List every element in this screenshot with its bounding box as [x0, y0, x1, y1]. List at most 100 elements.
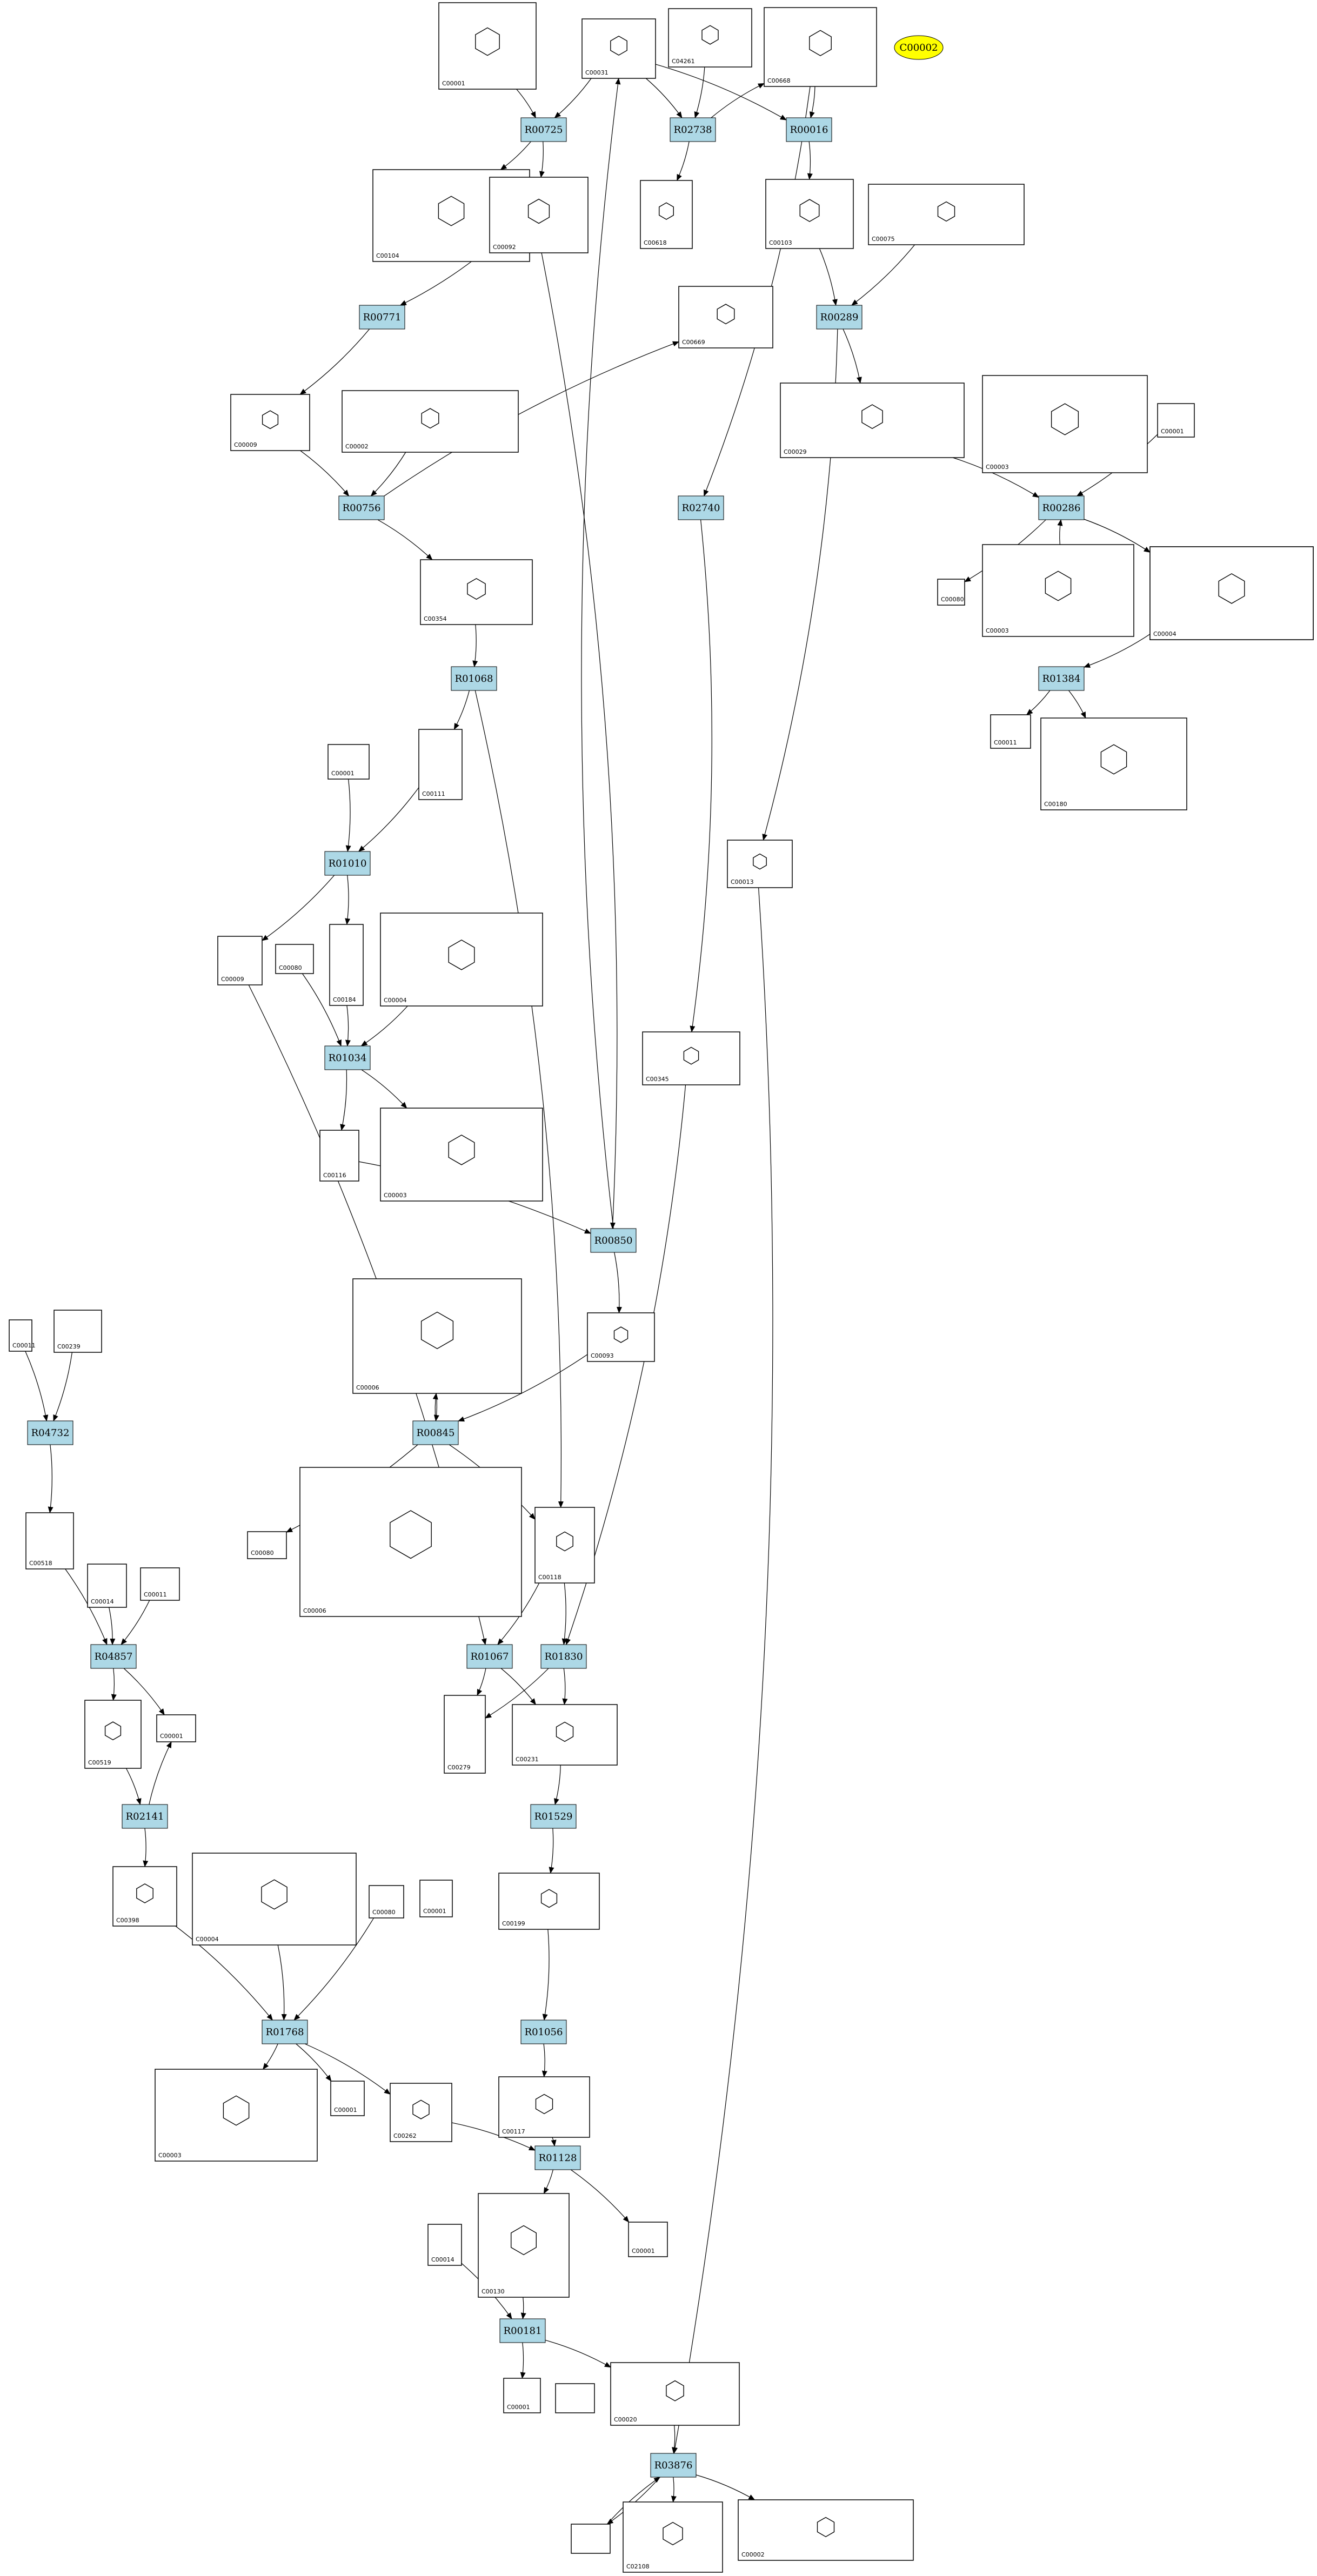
- reaction-r00850[interactable]: R00850: [590, 1228, 637, 1253]
- compound-c00006[interactable]: C00006: [299, 1467, 522, 1617]
- compound-c00354[interactable]: C00354: [420, 559, 533, 625]
- compound-c00231[interactable]: C00231: [512, 1704, 618, 1766]
- compound-c00103[interactable]: C00103: [765, 179, 854, 249]
- compound-c00011[interactable]: C00011: [140, 1567, 180, 1601]
- edge-arrow: [302, 973, 342, 1046]
- reaction-r01034[interactable]: R01034: [324, 1045, 371, 1070]
- reaction-r01768[interactable]: R01768: [262, 2020, 308, 2044]
- compound-c00004[interactable]: C00004: [1149, 546, 1314, 640]
- reaction-r02740[interactable]: R02740: [678, 495, 724, 520]
- compound-c00031[interactable]: C00031: [581, 18, 656, 79]
- compound-c00519[interactable]: C00519: [84, 1700, 142, 1769]
- compound-c00262[interactable]: C00262: [390, 2083, 452, 2142]
- compound-c00029[interactable]: C00029: [780, 383, 965, 458]
- compound-c00011[interactable]: C00011: [9, 1319, 36, 1352]
- compound-empty[interactable]: [571, 2524, 611, 2554]
- compound-c00080[interactable]: C00080: [369, 1885, 404, 1918]
- compound-c00080[interactable]: C00080: [937, 579, 965, 606]
- compound-c00004[interactable]: C00004: [192, 1853, 357, 1946]
- edge-arrow: [843, 328, 862, 384]
- reaction-r02738[interactable]: R02738: [670, 117, 716, 142]
- compound-c00014[interactable]: C00014: [427, 2224, 462, 2266]
- compound-box: [390, 2083, 452, 2142]
- compound-c00002[interactable]: C00002: [342, 390, 519, 453]
- compound-c00398[interactable]: C00398: [112, 1866, 177, 1927]
- compound-c00092[interactable]: C00092: [489, 177, 589, 253]
- reaction-r02141[interactable]: R02141: [122, 1804, 168, 1829]
- compound-c00279[interactable]: C00279: [444, 1695, 486, 1774]
- compound-c00075[interactable]: C00075: [868, 184, 1025, 245]
- compound-c00011[interactable]: C00011: [990, 714, 1031, 749]
- compound-c00001[interactable]: C00001: [156, 1714, 196, 1742]
- compound-c00013[interactable]: C00013: [727, 840, 793, 888]
- compound-c00003[interactable]: C00003: [982, 544, 1134, 637]
- compound-c00001[interactable]: C00001: [330, 2081, 365, 2116]
- compound-c00669[interactable]: C00669: [678, 286, 773, 348]
- compound-c00001[interactable]: C00001: [628, 2222, 668, 2257]
- compound-c00002[interactable]: C00002: [738, 2499, 914, 2561]
- compound-c00003[interactable]: C00003: [380, 1108, 543, 1202]
- compound-c00116[interactable]: C00116: [319, 1130, 359, 1182]
- reaction-r01830[interactable]: R01830: [540, 1644, 587, 1669]
- compound-c00001[interactable]: C00001: [419, 1880, 453, 1917]
- reaction-r00845[interactable]: R00845: [412, 1420, 459, 1445]
- compound-c00239[interactable]: C00239: [54, 1310, 102, 1353]
- reaction-r00016[interactable]: R00016: [786, 117, 832, 142]
- compound-id-label: C00001: [507, 2404, 530, 2411]
- compound-c00180[interactable]: C00180: [1040, 717, 1187, 810]
- compound-c00009[interactable]: C00009: [217, 936, 263, 985]
- compound-c04261[interactable]: C04261: [668, 8, 752, 68]
- compound-c00668[interactable]: C00668: [764, 7, 877, 87]
- edge-arrow: [377, 519, 433, 560]
- reaction-r00771[interactable]: R00771: [359, 305, 405, 330]
- compound-c00117[interactable]: C00117: [498, 2076, 590, 2138]
- reaction-r00181[interactable]: R00181: [499, 2318, 546, 2343]
- compound-c02108[interactable]: C02108: [623, 2501, 723, 2573]
- compound-box: [444, 1695, 486, 1774]
- compound-c00345[interactable]: C00345: [642, 1031, 740, 1085]
- compound-c00130[interactable]: C00130: [478, 2193, 570, 2298]
- compound-c00518[interactable]: C00518: [25, 1512, 74, 1569]
- reaction-r00289[interactable]: R00289: [816, 305, 863, 330]
- compound-c00014[interactable]: C00014: [87, 1564, 127, 1608]
- compound-id-label: C00093: [591, 1352, 614, 1359]
- reaction-r01384[interactable]: R01384: [1038, 666, 1085, 691]
- edge-arrow: [472, 624, 478, 667]
- structure-ring: [540, 1889, 558, 1908]
- compound-box: [1040, 717, 1187, 810]
- reaction-r00756[interactable]: R00756: [338, 495, 385, 520]
- reaction-r00725[interactable]: R00725: [520, 117, 567, 142]
- compound-c00111[interactable]: C00111: [418, 729, 463, 800]
- compound-c00118[interactable]: C00118: [534, 1507, 595, 1584]
- orphan-compound-oval[interactable]: C00002: [894, 35, 944, 60]
- reaction-r04732[interactable]: R04732: [27, 1420, 73, 1445]
- compound-c00009[interactable]: C00009: [230, 394, 310, 451]
- reaction-r01056[interactable]: R01056: [520, 2020, 567, 2044]
- reaction-r01067[interactable]: R01067: [466, 1644, 513, 1669]
- reaction-r01010[interactable]: R01010: [324, 851, 371, 876]
- reaction-r03876[interactable]: R03876: [650, 2453, 697, 2478]
- compound-c00093[interactable]: C00093: [587, 1312, 655, 1362]
- compound-c00618[interactable]: C00618: [640, 180, 693, 249]
- compound-c00020[interactable]: C00020: [610, 2362, 740, 2426]
- compound-c00184[interactable]: C00184: [329, 924, 364, 1006]
- reaction-r00286[interactable]: R00286: [1038, 495, 1085, 520]
- compound-c00199[interactable]: C00199: [498, 1873, 600, 1930]
- compound-c00080[interactable]: C00080: [275, 944, 314, 974]
- compound-c00003[interactable]: C00003: [155, 2069, 318, 2162]
- reaction-r01068[interactable]: R01068: [451, 666, 497, 691]
- reaction-r01128[interactable]: R01128: [534, 2145, 581, 2170]
- compound-c00080[interactable]: C00080: [247, 1531, 287, 1559]
- compound-c00001[interactable]: C00001: [327, 744, 370, 780]
- compound-c00001[interactable]: C00001: [503, 2378, 541, 2413]
- reaction-r01529[interactable]: R01529: [530, 1804, 577, 1829]
- reaction-r04857[interactable]: R04857: [90, 1644, 137, 1669]
- compound-c00003[interactable]: C00003: [982, 375, 1148, 473]
- compound-c00004[interactable]: C00004: [380, 913, 543, 1007]
- compound-box: [299, 1467, 522, 1617]
- compound-c00006[interactable]: C00006: [352, 1278, 522, 1394]
- compound-empty[interactable]: [555, 2383, 595, 2413]
- compound-c00001[interactable]: C00001: [438, 2, 537, 90]
- compound-c00001[interactable]: C00001: [1157, 403, 1195, 438]
